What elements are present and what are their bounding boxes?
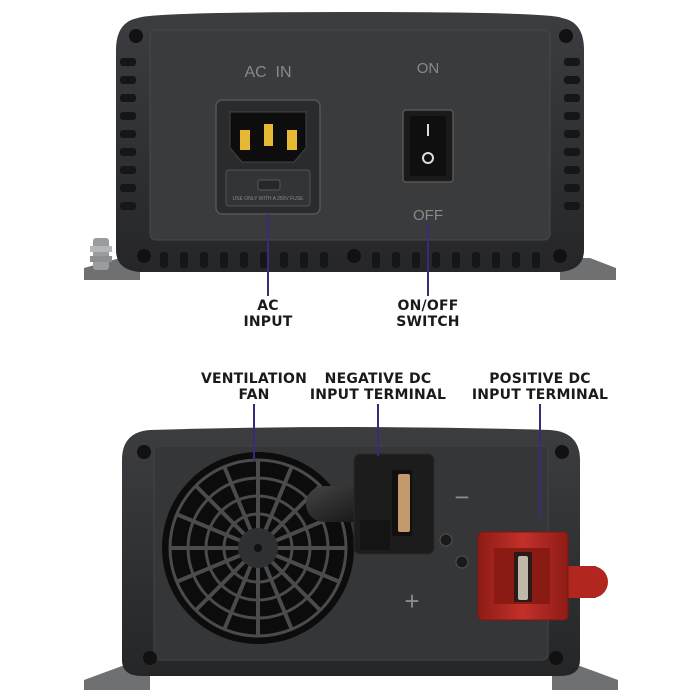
ac-input-label: AC INPUT (218, 298, 318, 330)
on-off-switch-label-line1: ON/OFF (397, 298, 459, 314)
ac-in-engraving: AC IN (244, 64, 291, 81)
screw-icon (559, 29, 573, 43)
negative-dc-label-line1: NEGATIVE DC (324, 371, 432, 387)
screw-icon (129, 29, 143, 43)
positive-dc-label: POSITIVE DC INPUT TERMINAL (470, 371, 610, 403)
ventilation-fan-label-line1: VENTILATION (200, 371, 308, 387)
top-cooling-fins (120, 58, 580, 268)
ac-inlet-socket[interactable]: USE ONLY WITH A 250V FUSE (215, 99, 321, 215)
negative-polarity-mark: − (454, 482, 469, 512)
positive-dc-label-line2: INPUT TERMINAL (471, 387, 609, 403)
screw-icon (549, 651, 563, 665)
ac-input-label-line2: INPUT (243, 314, 293, 330)
ventilation-fan-label: VENTILATION FAN (194, 371, 314, 403)
on-off-switch-label-line2: SWITCH (396, 314, 460, 330)
negative-terminal-bolt-icon (398, 474, 410, 532)
screw-icon (137, 249, 151, 263)
ac-pin-icon (240, 130, 250, 150)
ground-post-icon (90, 238, 112, 270)
positive-dc-label-line1: POSITIVE DC (489, 371, 591, 387)
off-engraving: OFF (413, 207, 443, 224)
on-off-switch-label: ON/OFF SWITCH (378, 298, 478, 330)
negative-dc-label: NEGATIVE DC INPUT TERMINAL (308, 371, 448, 403)
screw-icon (137, 445, 151, 459)
screw-icon (439, 533, 453, 547)
top-inverter: AC IN ON OFF USE ONLY WITH A 250V FUSE (84, 12, 616, 296)
ventilation-fan-grille (162, 452, 354, 644)
top-face-panel (149, 29, 551, 241)
screw-icon (455, 555, 469, 569)
ac-pin-icon (287, 130, 297, 150)
screw-icon (347, 249, 361, 263)
ventilation-fan-label-line2: FAN (238, 387, 270, 403)
positive-polarity-mark: + (404, 586, 419, 616)
on-off-rocker-switch[interactable] (402, 109, 454, 183)
negative-dc-terminal[interactable] (306, 453, 435, 555)
positive-dc-terminal[interactable] (477, 531, 608, 621)
screw-icon (553, 249, 567, 263)
negative-dc-label-line2: INPUT TERMINAL (309, 387, 447, 403)
bottom-inverter: − + (84, 404, 618, 690)
fuse-note: USE ONLY WITH A 250V FUSE (233, 196, 305, 202)
positive-terminal-bolt-icon (518, 556, 528, 600)
on-engraving: ON (417, 60, 440, 77)
switch-off-mark (422, 152, 434, 164)
screw-icon (555, 445, 569, 459)
ac-input-label-line1: AC (257, 298, 279, 314)
screw-icon (143, 651, 157, 665)
ac-pin-icon (264, 124, 273, 146)
